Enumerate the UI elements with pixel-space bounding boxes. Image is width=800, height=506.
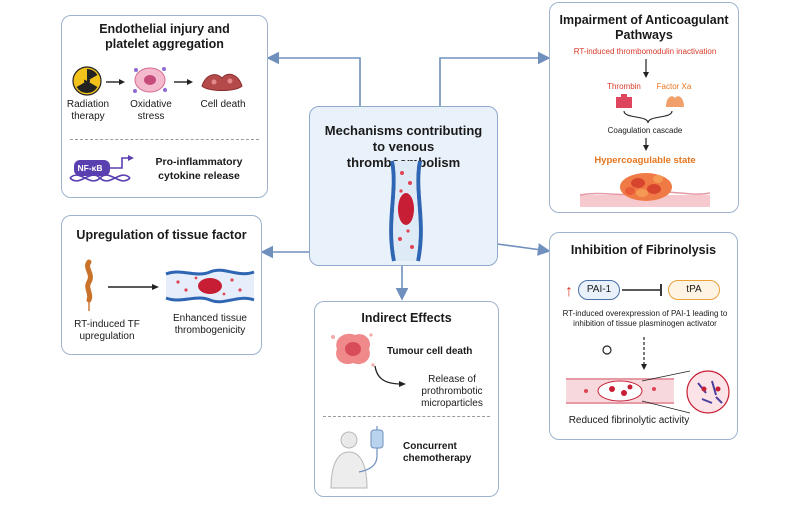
inhibition-arrow: [622, 284, 662, 296]
indirect-effects-panel: Indirect Effects Tumour cell death Relea…: [314, 301, 499, 497]
step-oxidative-label: Oxidative stress: [130, 99, 172, 122]
factor-xa-label: Factor Xa: [656, 82, 692, 91]
endothelial-title: Endothelial injury and platelet aggregat…: [99, 22, 230, 51]
patient-iv-icon: [330, 426, 384, 489]
dna-icon: [69, 155, 134, 182]
clot-icon: [579, 173, 711, 207]
step-arrow-2: [174, 79, 193, 85]
hypercoagulable-label: Hypercoagulable state: [594, 155, 696, 166]
release-arrow: [374, 365, 406, 387]
vessel-clot-icon: [389, 160, 423, 262]
result-arrow: [641, 337, 647, 370]
tissue-factor-title: Upregulation of tissue factor: [76, 228, 247, 242]
tumour-cell-icon: [331, 333, 375, 367]
reduced-activity-label: Reduced fibrinolytic activity: [568, 415, 690, 426]
tpa-pill: tPA: [668, 280, 720, 300]
step-cell-death-label: Cell death: [200, 99, 246, 110]
tissue-factor-panel: Upregulation of tissue factor RT-induced…: [61, 215, 262, 355]
indirect-divider: [323, 416, 490, 417]
inactivation-arrow: [643, 59, 649, 78]
cascade-label: Coagulation cascade: [607, 126, 683, 135]
center-panel: Mechanisms contributing to venous thromb…: [309, 106, 498, 266]
nfkb-label: NF-κB: [77, 163, 103, 173]
thrombogenic-vessel-icon: [165, 268, 255, 304]
radiation-icon: [72, 66, 102, 96]
endothelial-divider: [70, 139, 259, 140]
thrombogenicity-label: Enhanced tissue thrombogenicity: [173, 313, 247, 336]
indirect-title: Indirect Effects: [361, 311, 452, 325]
oxidative-stress-icon: [133, 67, 167, 93]
cascade-arrow: [643, 138, 649, 151]
tf-protein-icon: [85, 259, 93, 311]
pai-description: RT-induced overexpression of PAI-1 leadi…: [562, 309, 728, 328]
cell-death-icon: [201, 73, 243, 91]
fibrinolysis-title: Inhibition of Fibrinolysis: [570, 243, 717, 257]
small-circle-icon: [602, 345, 612, 355]
reduced-fibrinolysis-icon: [566, 370, 730, 414]
step-radiation-label: Radiation therapy: [66, 99, 110, 122]
tf-arrow: [108, 284, 159, 290]
factor-xa-icon: [666, 96, 684, 107]
pai-1-pill: PAI-1: [578, 280, 620, 300]
arrow-to-endothelial: [266, 51, 361, 108]
tumour-death-label: Tumour cell death: [387, 346, 473, 357]
arrow-to-anticoagulant: [439, 51, 551, 108]
chemotherapy-label: Concurrent chemotherapy: [403, 441, 472, 464]
thrombin-label: Thrombin: [607, 82, 641, 91]
anticoagulant-panel: Impairment of Anticoagulant Pathways RT-…: [549, 2, 739, 213]
thrombomodulin-label: RT-induced thrombomodulin inactivation: [573, 47, 717, 56]
anticoagulant-title: Impairment of Anticoagulant Pathways: [559, 13, 729, 42]
up-arrow-indicator: ↑: [565, 283, 573, 300]
arrow-to-fibrinolysis: [496, 243, 551, 256]
release-label: Release of prothrombotic microparticles: [421, 374, 483, 409]
tf-upregulation-label: RT-induced TF upregulation: [74, 319, 140, 342]
cytokine-label: Pro-inflammatory cytokine release: [155, 156, 243, 182]
endothelial-panel: Endothelial injury and platelet aggregat…: [61, 15, 268, 198]
fibrinolysis-panel: Inhibition of Fibrinolysis ↑ PAI-1 tPA R…: [549, 232, 738, 440]
merge-brace: [623, 110, 673, 124]
step-arrow-1: [106, 79, 125, 85]
thrombin-icon: [616, 94, 632, 108]
